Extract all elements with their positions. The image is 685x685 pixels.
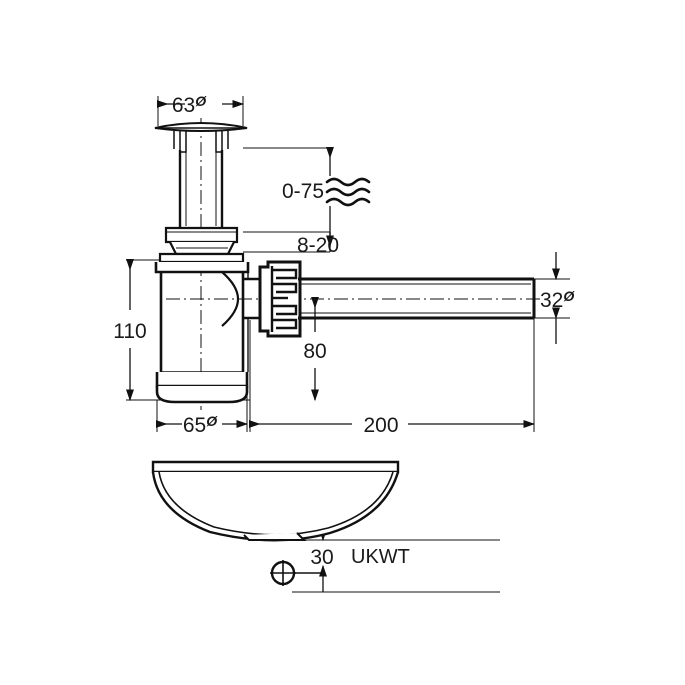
dimension-110: 110	[113, 320, 146, 343]
dimension-0-75: 0-75	[282, 180, 324, 203]
centre-mark-icon	[270, 560, 323, 586]
dimension-200: 200	[363, 414, 398, 437]
dimension-8-20: 8-20	[297, 234, 339, 257]
outlet-pipe	[298, 277, 536, 320]
dimension-30: 30	[310, 546, 333, 569]
compression-nut	[258, 260, 302, 338]
water-level-wave-icon	[325, 177, 371, 207]
label-ukwt: UKWT	[351, 546, 410, 568]
dimension-lines	[126, 100, 560, 592]
dimension-63-diameter: 63Ø	[172, 93, 207, 117]
drain-cap-assembly	[154, 122, 248, 153]
dimension-32-diameter: 32Ø	[540, 288, 575, 312]
dimension-80: 80	[303, 340, 326, 363]
trap-body	[154, 262, 250, 404]
dimension-texts: 63Ø 0-75 8-20 110 80 65Ø 200 32Ø 30 UKWT	[113, 93, 575, 569]
flange-washer-stack	[158, 226, 245, 264]
dimension-65-diameter: 65Ø	[183, 413, 218, 437]
basin-section	[151, 460, 400, 542]
tailpiece-tube	[178, 150, 224, 228]
